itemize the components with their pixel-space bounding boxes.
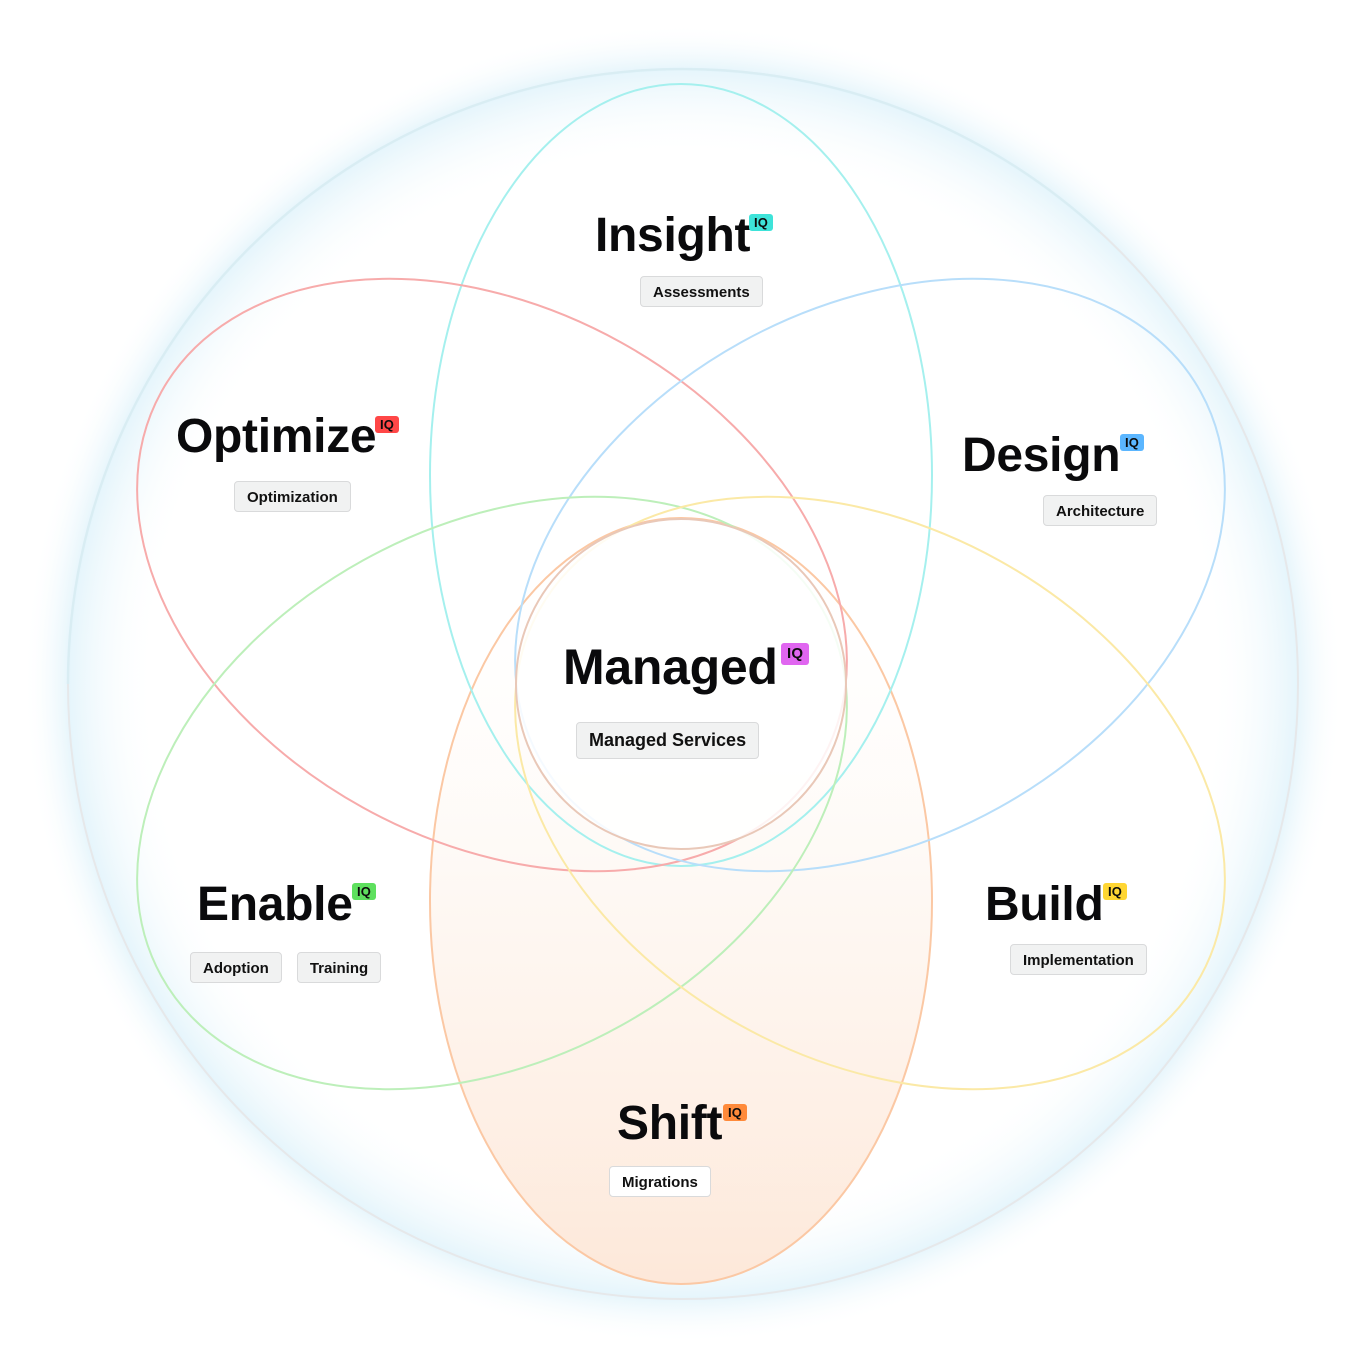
chip-training[interactable]: Training <box>296 952 382 983</box>
node-build: Build IQ Implementation <box>985 881 1147 975</box>
insight-title: Insight <box>595 209 751 262</box>
outer-ring-tint <box>66 67 1101 685</box>
node-managed: Managed IQ Managed Services <box>563 639 810 759</box>
optimize-iq-badge: IQ <box>375 416 400 433</box>
node-shift: Shift IQ Migrations <box>609 1097 748 1197</box>
optimize-title-row: Optimize IQ <box>176 410 400 463</box>
node-optimize: Optimize IQ Optimization <box>176 410 400 512</box>
build-title-row: Build IQ <box>985 878 1128 931</box>
managed-title: Managed <box>563 639 778 695</box>
design-title: Design <box>962 429 1121 482</box>
managed-title-row: Managed IQ <box>563 639 810 695</box>
insight-title-row: Insight IQ <box>595 209 774 262</box>
chip-implementation[interactable]: Implementation <box>1010 944 1147 975</box>
enable-title-row: Enable IQ <box>197 878 377 931</box>
insight-ellipse <box>429 83 933 867</box>
node-design: Design IQ Architecture <box>962 429 1158 526</box>
managed-circle <box>515 518 847 850</box>
shift-title: Shift <box>617 1097 723 1150</box>
chip-architecture[interactable]: Architecture <box>1043 495 1158 526</box>
insight-iq-badge: IQ <box>749 214 774 231</box>
shift-iq-badge: IQ <box>723 1104 748 1121</box>
chip-optimization[interactable]: Optimization <box>234 481 351 512</box>
build-title: Build <box>985 878 1104 931</box>
node-enable: Enable IQ Adoption Training <box>190 878 382 983</box>
chip-adoption[interactable]: Adoption <box>190 952 282 983</box>
optimize-title: Optimize <box>176 410 377 463</box>
design-iq-badge: IQ <box>1120 434 1145 451</box>
node-insight: Insight IQ Assessments <box>595 209 774 307</box>
enable-iq-badge: IQ <box>352 883 377 900</box>
chip-migrations[interactable]: Migrations <box>609 1166 711 1197</box>
enable-title: Enable <box>197 878 353 931</box>
managed-iq-badge: IQ <box>781 643 810 665</box>
shift-title-row: Shift IQ <box>617 1097 748 1150</box>
build-iq-badge: IQ <box>1103 883 1128 900</box>
design-title-row: Design IQ <box>962 429 1145 482</box>
chip-managed-services[interactable]: Managed Services <box>576 722 760 759</box>
chip-assessments[interactable]: Assessments <box>640 276 763 307</box>
